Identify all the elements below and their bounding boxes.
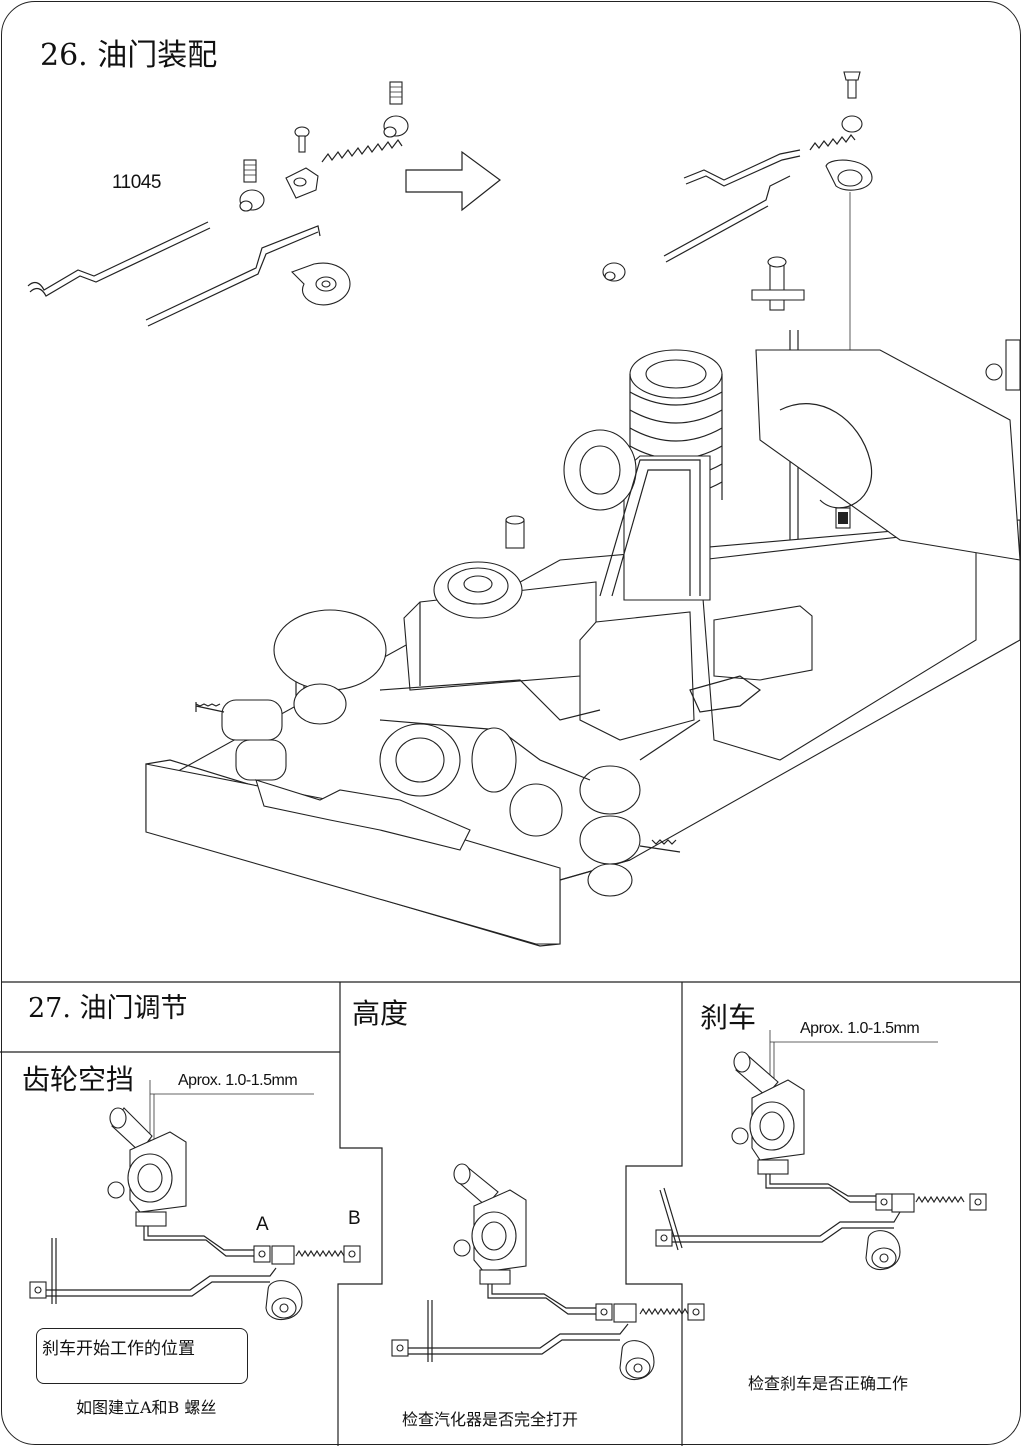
neutral-caption: 如图建立A和B 螺丝 [76, 1398, 217, 1417]
throttle-arm [285, 167, 351, 306]
step26-title: 26. 油门装配 [40, 38, 218, 73]
part-number-label: 11045 [112, 172, 161, 193]
neutral-heading: 齿轮空挡 [22, 1063, 135, 1096]
carburetor-neutral [29, 1107, 361, 1321]
step27-title: 27. 油门调节 [28, 993, 188, 1024]
throttle-rod-exploded [27, 221, 321, 327]
assembly-arrow [405, 150, 501, 212]
brake-position-note: 刹车开始工作的位置 [42, 1339, 195, 1359]
assembled-linkage [663, 71, 873, 510]
neutral-gap-label: Aprox. 1.0-1.5mm [178, 1072, 298, 1089]
brake-heading: 刹车 [700, 1001, 757, 1034]
engine [563, 349, 723, 601]
collars [239, 115, 626, 282]
brake-gap-label: Aprox. 1.0-1.5mm [800, 1020, 920, 1037]
front-suspension [195, 609, 681, 897]
brake-position-note-box [36, 1328, 248, 1384]
height-caption: 检查汽化器是否完全打开 [402, 1410, 579, 1429]
height-heading: 高度 [352, 997, 409, 1030]
carburetor-brake [655, 1051, 987, 1271]
chassis-assembly [145, 256, 1021, 947]
label-a: A [256, 1214, 269, 1235]
grub-screws [243, 81, 403, 183]
label-b: B [348, 1208, 361, 1229]
return-spring [321, 138, 403, 163]
carburetor-height [391, 1163, 705, 1381]
brake-caption: 检查刹车是否正确工作 [748, 1374, 909, 1393]
